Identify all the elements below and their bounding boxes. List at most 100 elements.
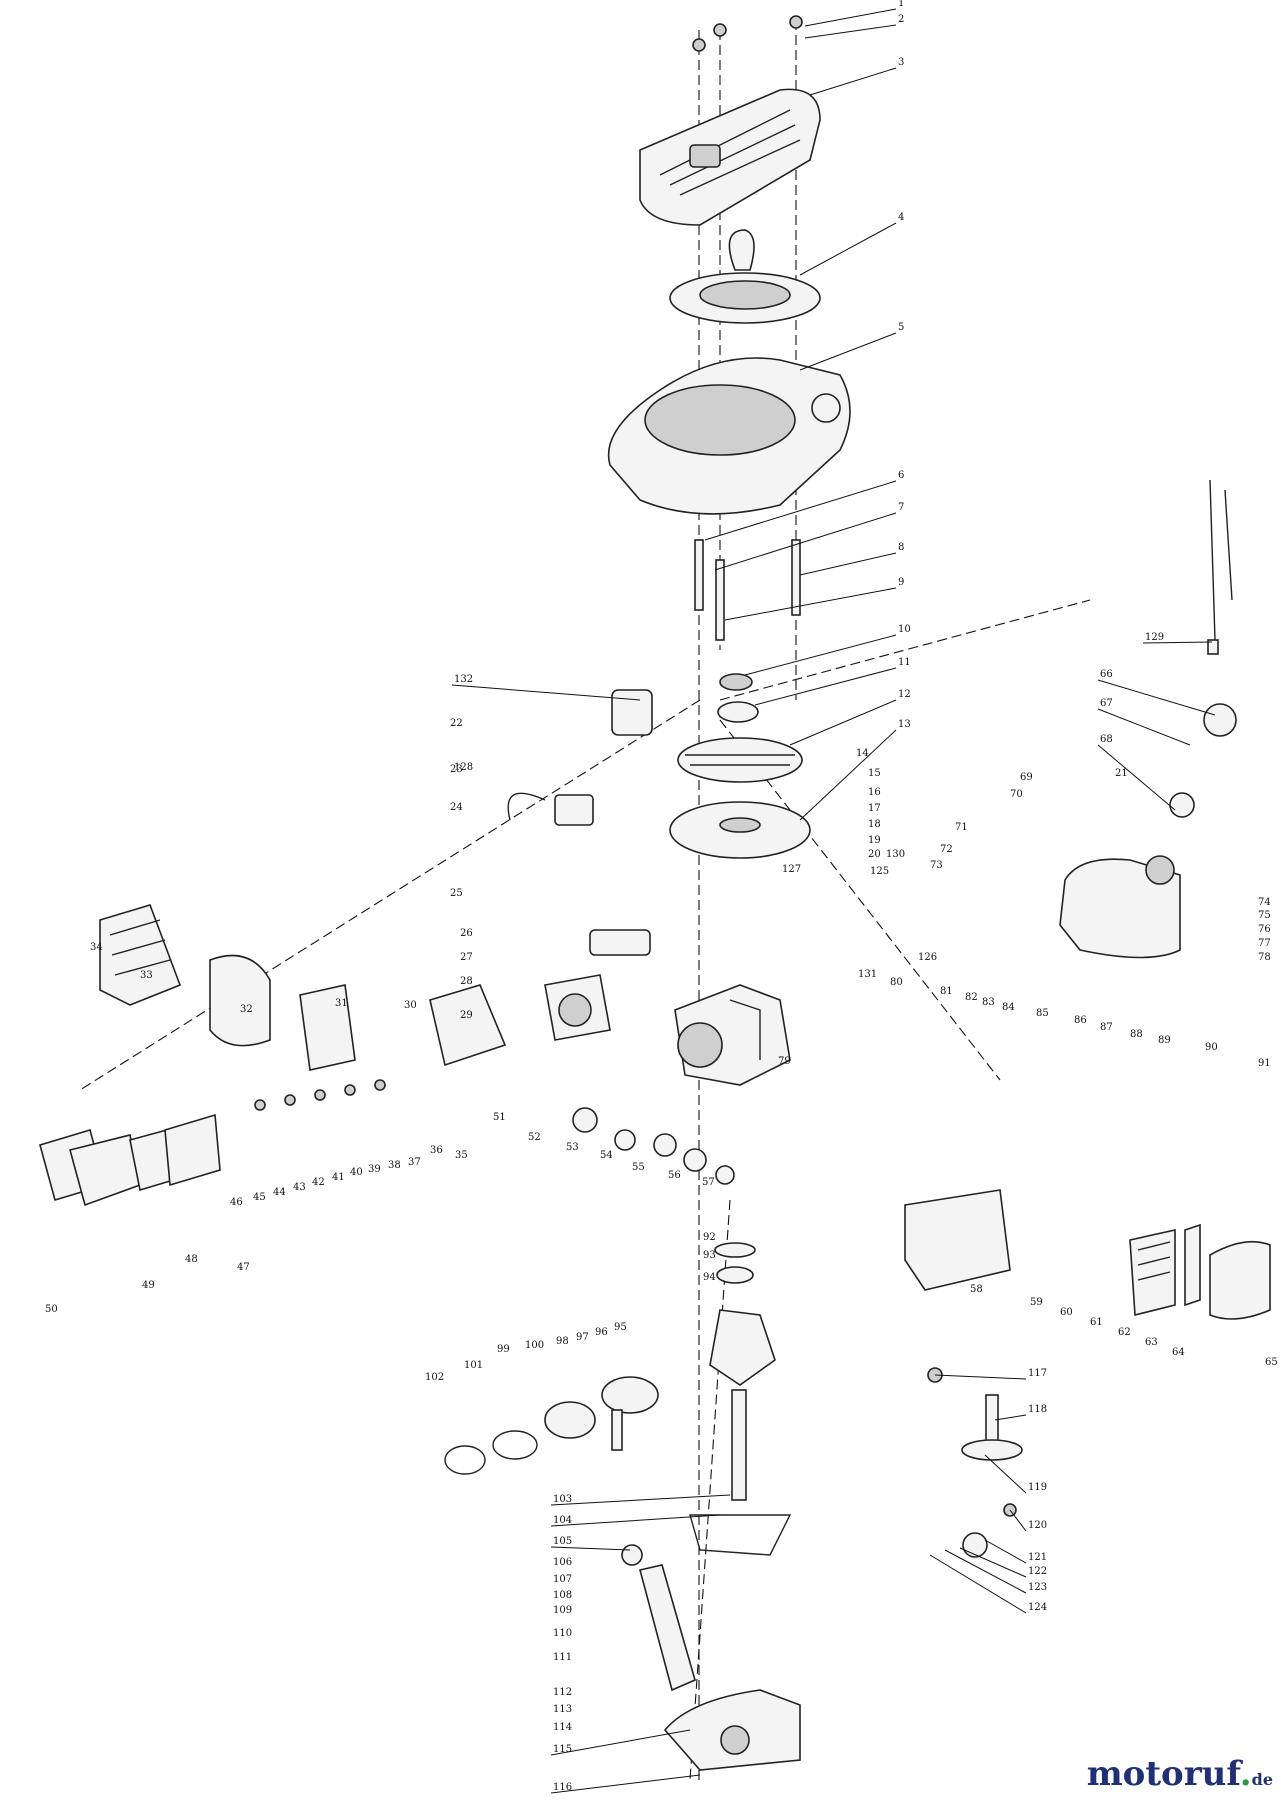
callout-60: 60 <box>1060 1307 1073 1318</box>
callout-85: 85 <box>1036 1008 1049 1019</box>
leader-line-68 <box>1097 744 1176 811</box>
top-bolts <box>692 15 803 52</box>
camshaft-oil-pump <box>927 1367 1023 1558</box>
callout-115: 115 <box>553 1744 572 1755</box>
callout-8: 8 <box>898 542 904 553</box>
callout-93: 93 <box>703 1250 716 1261</box>
callout-124: 124 <box>1028 1602 1047 1613</box>
leader-line-4 <box>799 222 897 276</box>
callout-52: 52 <box>528 1132 541 1143</box>
callout-11: 11 <box>898 657 911 668</box>
callout-125: 125 <box>870 866 889 877</box>
cylinder-head-group <box>39 904 611 1207</box>
callout-128: 128 <box>454 762 473 773</box>
callout-43: 43 <box>293 1182 306 1193</box>
callout-67: 67 <box>1100 698 1113 709</box>
callout-44: 44 <box>273 1187 286 1198</box>
callout-18: 18 <box>868 819 881 830</box>
callout-61: 61 <box>1090 1317 1103 1328</box>
callout-72: 72 <box>940 844 953 855</box>
callout-118: 118 <box>1028 1404 1047 1415</box>
leader-line-105 <box>550 1546 631 1551</box>
callout-10: 10 <box>898 624 911 635</box>
leader-line-66 <box>1097 679 1216 716</box>
callout-78: 78 <box>1258 952 1271 963</box>
callout-49: 49 <box>142 1280 155 1291</box>
leader-line-1 <box>804 8 897 27</box>
callout-57: 57 <box>702 1177 715 1188</box>
crankshaft-piston <box>444 1242 776 1501</box>
callout-64: 64 <box>1172 1347 1185 1358</box>
callout-99: 99 <box>497 1344 510 1355</box>
valve-train <box>254 1079 735 1185</box>
callout-121: 121 <box>1028 1552 1047 1563</box>
callout-16: 16 <box>868 787 881 798</box>
callout-19: 19 <box>868 835 881 846</box>
callout-37: 37 <box>408 1157 421 1168</box>
callout-110: 110 <box>553 1628 572 1639</box>
callout-55: 55 <box>632 1162 645 1173</box>
callout-80: 80 <box>890 977 903 988</box>
callout-58: 58 <box>970 1284 983 1295</box>
callout-94: 94 <box>703 1272 716 1283</box>
crankcase-cover <box>621 1514 801 1771</box>
callout-28: 28 <box>460 976 473 987</box>
callout-35: 35 <box>455 1150 468 1161</box>
callout-12: 12 <box>898 689 911 700</box>
callout-46: 46 <box>230 1197 243 1208</box>
callout-39: 39 <box>368 1164 381 1175</box>
callout-86: 86 <box>1074 1015 1087 1026</box>
leader-line-9 <box>724 587 897 621</box>
leader-line-122 <box>959 1547 1027 1578</box>
callout-91: 91 <box>1258 1058 1271 1069</box>
callout-numbers: 1234567891011121314151617181920212223242… <box>45 0 1278 1793</box>
callout-104: 104 <box>553 1515 572 1526</box>
air-filter-assembly <box>904 1189 1271 1320</box>
callout-62: 62 <box>1118 1327 1131 1338</box>
leader-line-132 <box>451 684 641 701</box>
callout-leader-lines <box>451 8 1216 1794</box>
callout-77: 77 <box>1258 938 1271 949</box>
callout-122: 122 <box>1028 1566 1047 1577</box>
leader-line-13 <box>799 729 897 821</box>
callout-73: 73 <box>930 860 943 871</box>
callout-21: 21 <box>1115 768 1128 779</box>
callout-38: 38 <box>388 1160 401 1171</box>
callout-22: 22 <box>450 718 463 729</box>
blower-housing <box>607 357 851 515</box>
callout-5: 5 <box>898 322 904 333</box>
callout-29: 29 <box>460 1010 473 1021</box>
leader-line-116 <box>550 1774 701 1794</box>
callout-59: 59 <box>1030 1297 1043 1308</box>
logo-dot: . <box>1239 1754 1252 1794</box>
leader-line-121 <box>984 1539 1027 1564</box>
callout-15: 15 <box>868 768 881 779</box>
callout-87: 87 <box>1100 1022 1113 1033</box>
callout-1: 1 <box>898 0 904 9</box>
callout-105: 105 <box>553 1536 572 1547</box>
callout-14: 14 <box>856 748 869 759</box>
callout-120: 120 <box>1028 1520 1047 1531</box>
leader-line-10 <box>744 634 897 676</box>
callout-47: 47 <box>237 1262 250 1273</box>
leader-line-2 <box>804 24 897 39</box>
flywheel-assembly <box>669 673 811 859</box>
callout-6: 6 <box>898 470 904 481</box>
motoruf-logo: motoruf.de <box>1087 1754 1273 1794</box>
callout-90: 90 <box>1205 1042 1218 1053</box>
callout-95: 95 <box>614 1322 627 1333</box>
callout-97: 97 <box>576 1332 589 1343</box>
callout-71: 71 <box>955 822 968 833</box>
callout-114: 114 <box>553 1722 572 1733</box>
leader-line-11 <box>754 667 897 706</box>
callout-74: 74 <box>1258 897 1271 908</box>
ignition-coil <box>507 689 653 956</box>
callout-96: 96 <box>595 1327 608 1338</box>
callout-79: 79 <box>778 1056 791 1067</box>
logo-tld: de <box>1251 1770 1273 1789</box>
callout-106: 106 <box>553 1557 572 1568</box>
callout-25: 25 <box>450 888 463 899</box>
callout-102: 102 <box>425 1372 444 1383</box>
callout-119: 119 <box>1028 1482 1047 1493</box>
